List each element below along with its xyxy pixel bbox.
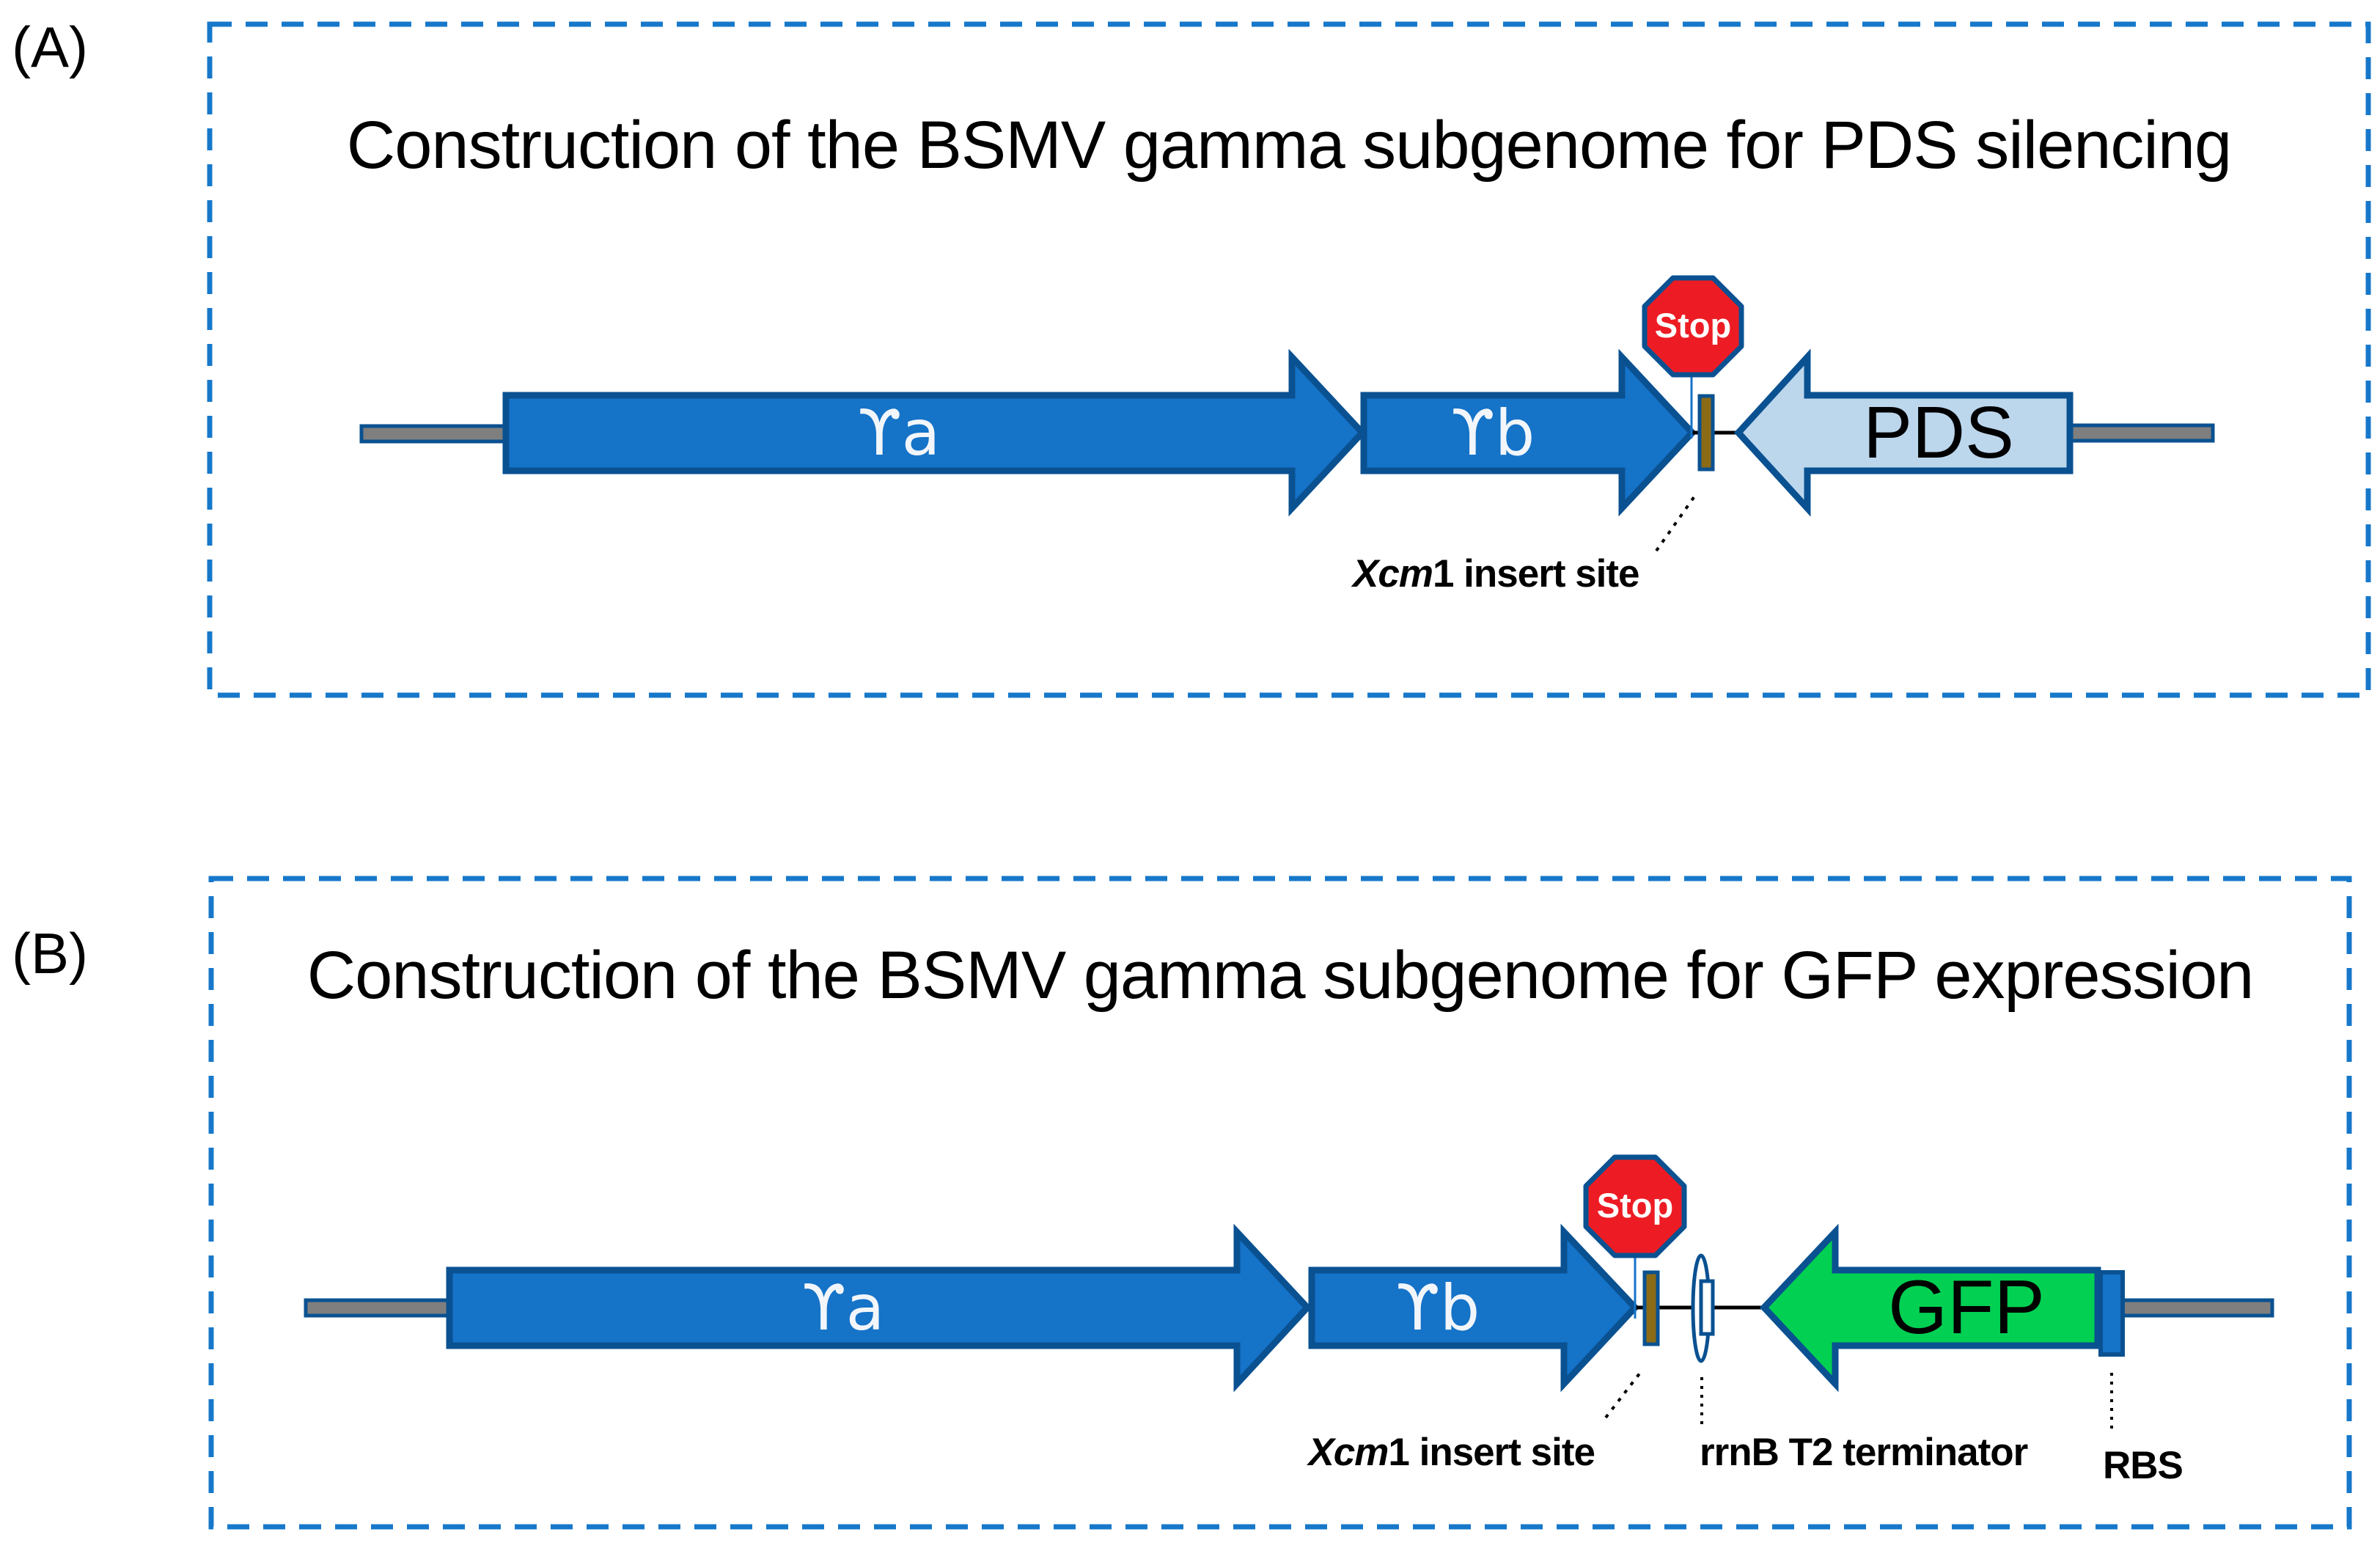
panel-a-tag: (A)	[12, 15, 88, 79]
panel-a-left-utr-bar	[359, 424, 507, 444]
panel-a-insert-site-enzyme: Xcm	[1353, 552, 1433, 595]
panel-b-rbs-marker	[2098, 1270, 2125, 1357]
panel-a-gamma-a-arrow	[502, 348, 1367, 517]
panel-b-gamma-b-arrow	[1308, 1223, 1640, 1393]
panel-b-gene-label: GFP	[1888, 1265, 2045, 1350]
panel-b-gamma-a-arrow	[446, 1223, 1312, 1393]
panel-b-gamma-b-label: ϒb	[1395, 1271, 1480, 1345]
panel-a-insert-site-text: 1 insert site	[1432, 552, 1640, 595]
panel-b-right-utr-bar	[2120, 1298, 2274, 1318]
panel-a-stop-sign-icon	[1642, 275, 1744, 378]
panel-a-right-utr-bar	[2063, 423, 2215, 443]
panel-a-title: Construction of the BSMV gamma subgenome…	[346, 108, 2232, 183]
panel-a-stop-label: Stop	[1654, 305, 1732, 345]
panel-b-stop-label: Stop	[1596, 1185, 1674, 1225]
panel-b-tag: (B)	[12, 921, 88, 986]
panel-b-insert-site-text: 1 insert site	[1388, 1431, 1595, 1474]
panel-b-terminator-label: rrnB T2 terminator	[1700, 1431, 2028, 1474]
panel-b-terminator-tab	[1699, 1279, 1715, 1336]
panel-b-gamma-a-label: ϒa	[801, 1271, 885, 1345]
panel-b-left-utr-bar	[304, 1298, 450, 1318]
panel-b-rbs-label: RBS	[2103, 1444, 2183, 1487]
panel-b-dashed-border	[208, 876, 2352, 1530]
panel-a-dashed-border	[207, 21, 2371, 698]
panel-b-insert-site-enzyme: Xcm	[1308, 1431, 1389, 1474]
panel-b-title: Construction of the BSMV gamma subgenome…	[306, 938, 2255, 1013]
panel-a-gene-label: PDS	[1863, 392, 2014, 474]
panel-a-insert-site-label: Xcm1 insert site	[1353, 551, 1640, 596]
panel-a-gamma-b-arrow	[1360, 348, 1697, 517]
panel-b-insert-site-callout-line	[1604, 1368, 1644, 1419]
panel-b-insert-site-label: Xcm1 insert site	[1217, 1430, 1595, 1475]
panel-a-gamma-a-label: ϒa	[857, 396, 941, 470]
panel-a-xcm-insert-marker	[1697, 394, 1715, 472]
panel-b-gfp-arrow	[1759, 1223, 2101, 1393]
panel-a-pds-arrow	[1733, 348, 2074, 517]
panel-a-gamma-b-label: ϒb	[1450, 396, 1535, 470]
panel-b-xcm-insert-marker	[1642, 1270, 1660, 1346]
panel-a-insert-site-callout-line	[1655, 495, 1696, 552]
panel-b-stop-sign-icon	[1583, 1154, 1687, 1258]
